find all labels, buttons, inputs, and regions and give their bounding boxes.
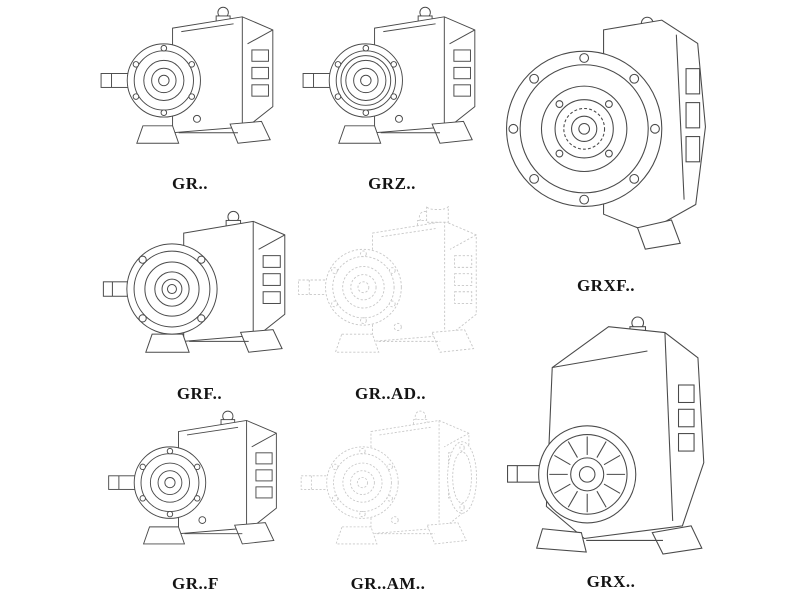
figure-label-grz: GRZ.. [368,174,416,193]
figure-gr-ad: GR..AD.. [288,206,493,408]
gr-f-gearbox-drawing [88,406,303,572]
grx-gearbox-drawing [492,302,730,570]
figure-gr-am: GR..AM.. [288,406,488,598]
figure-grz: GRZ.. [292,2,492,198]
grxf-gearbox-drawing [492,4,720,274]
gr-ad-gearbox-drawing [288,206,493,382]
figure-grxf: GRXF.. [492,4,720,300]
grz-gearbox-drawing [292,2,492,172]
gr-am-gearbox-drawing [288,406,477,572]
figure-label-gr-ad: GR..AD.. [354,384,427,403]
figure-label-grf: GRF.. [176,384,223,403]
figure-label-gr: GR.. [172,174,208,193]
figure-label-grxf: GRXF.. [576,276,636,295]
figure-grf: GRF.. [92,206,307,408]
figure-label-gr-am: GR..AM.. [350,574,426,593]
grf-gearbox-drawing [92,206,307,382]
figure-label-gr-f: GR..F [172,574,219,593]
figure-gr: GR.. [85,2,295,198]
figure-grx: GRX.. [492,302,730,596]
figure-gr-f: GR..F [88,406,303,598]
figure-label-grx: GRX.. [586,572,636,591]
gr-gearbox-drawing [85,2,295,172]
